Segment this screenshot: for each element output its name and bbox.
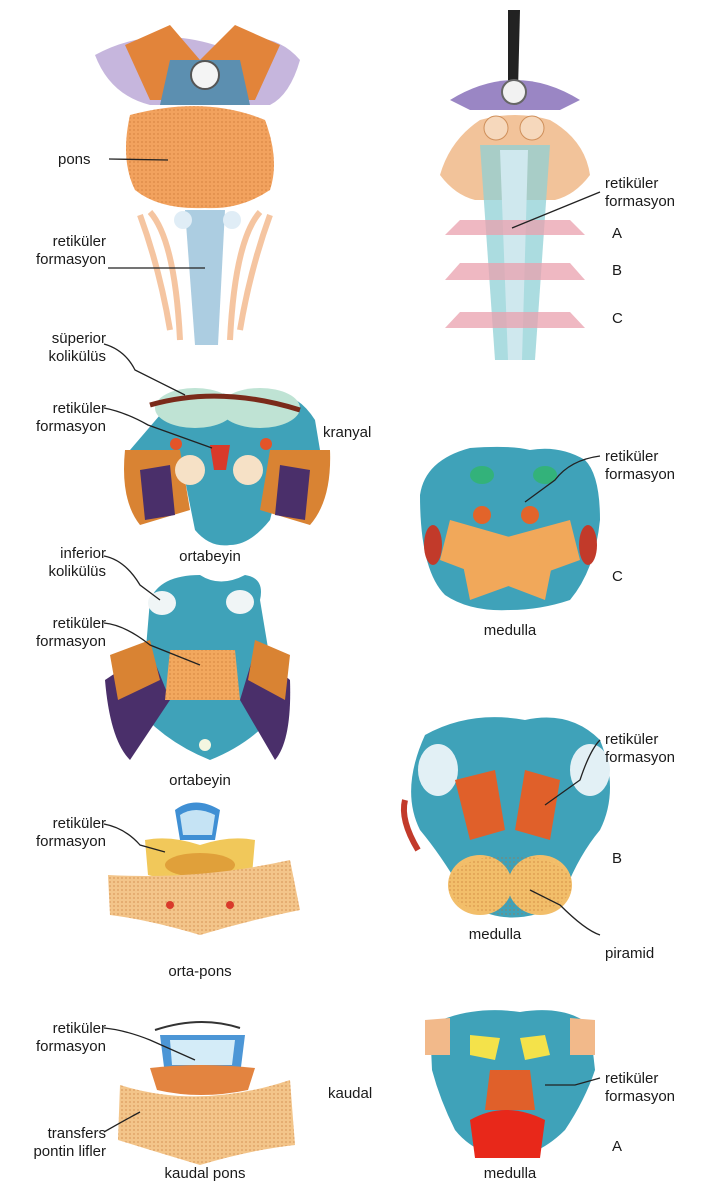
label-superior-colliculus: süperior kolikülüs <box>20 330 106 366</box>
label-transverse-pontine-fibers: transfers pontin lifler <box>10 1125 106 1161</box>
label-inferior-colliculus: inferior kolikülüs <box>20 545 106 581</box>
label-midbrain-1: ortabeyin <box>150 548 270 566</box>
label-pons: pons <box>58 151 91 169</box>
mid-pons-section <box>108 803 300 936</box>
label-reticular-formation-mid-pons: retiküler formasyon <box>20 815 106 851</box>
medulla-section-a <box>425 1010 595 1158</box>
label-reticular-formation-medulla-c: retiküler formasyon <box>605 448 675 484</box>
medulla-section-c <box>420 447 600 610</box>
brainstem-dorsal-view <box>440 10 590 360</box>
label-reticular-formation-midbrain-2: retiküler formasyon <box>20 615 106 651</box>
label-reticular-formation-medulla-a: retiküler formasyon <box>605 1070 675 1106</box>
label-medulla-b: medulla <box>440 926 550 944</box>
label-medulla-c: medulla <box>455 622 565 640</box>
label-reticular-formation-caudal-pons: retiküler formasyon <box>20 1020 106 1056</box>
label-slice-c-medulla: C <box>612 568 623 586</box>
label-slice-a-top: A <box>612 225 622 243</box>
midbrain-section-superior <box>124 388 330 545</box>
label-cranial: kranyal <box>323 424 371 442</box>
midbrain-section-inferior <box>105 575 290 760</box>
label-reticular-formation-midbrain-1: retiküler formasyon <box>20 400 106 436</box>
label-medulla-a: medulla <box>455 1165 565 1183</box>
label-mid-pons: orta-pons <box>140 963 260 981</box>
label-caudal-pons: kaudal pons <box>140 1165 270 1183</box>
label-caudal: kaudal <box>328 1085 372 1103</box>
label-reticular-formation-medulla-b: retiküler formasyon <box>605 731 675 767</box>
label-slice-c-top: C <box>612 310 623 328</box>
label-slice-a-medulla: A <box>612 1138 622 1156</box>
caudal-pons-section <box>118 1022 295 1165</box>
label-reticular-formation-top-left: retiküler formasyon <box>20 233 106 269</box>
label-slice-b-top: B <box>612 262 622 280</box>
medulla-section-b <box>404 717 610 917</box>
label-midbrain-2: ortabeyin <box>140 772 260 790</box>
label-reticular-formation-top-right: retiküler formasyon <box>605 175 675 211</box>
label-slice-b-medulla: B <box>612 850 622 868</box>
brainstem-ventral-view <box>95 25 300 345</box>
label-pyramid: piramid <box>605 945 654 963</box>
